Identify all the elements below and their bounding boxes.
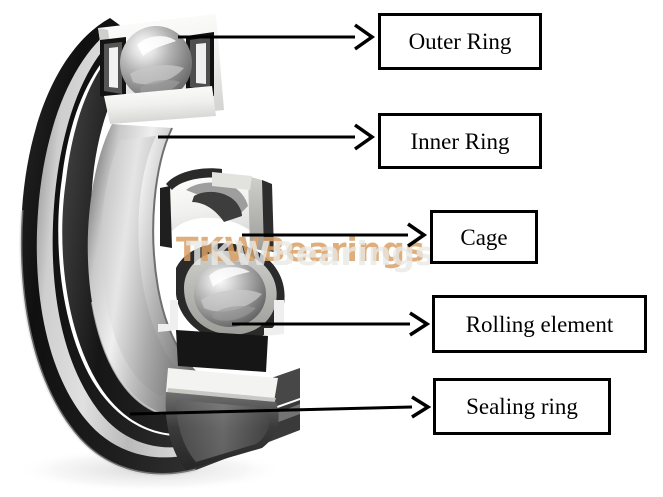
outer-ring-inner-face — [62, 34, 300, 435]
callout-label-outer-ring: Outer Ring — [408, 29, 512, 54]
callout-label-cage: Cage — [460, 224, 508, 250]
ball-top-lower-sheen — [140, 80, 180, 96]
outer-ring-cut-top-edge — [196, 43, 206, 84]
callout-label-inner-ring: Inner Ring — [410, 128, 510, 154]
inner-ring-cut-lower — [158, 300, 178, 332]
cage-pocket-rim-dark — [166, 168, 222, 190]
callout-label-rolling-element: Rolling element — [465, 311, 614, 337]
callout-label-sealing-ring: Sealing ring — [466, 394, 578, 419]
cut-dark-mid-lower — [176, 330, 268, 372]
cage-cut-face-left — [160, 186, 172, 248]
cage-pocket-inner-shadow — [186, 182, 248, 214]
inner-ring-cut-top-edge — [109, 47, 118, 88]
front-rim-chrome — [19, 209, 197, 476]
callout-outer-ring[interactable]: Outer Ring — [378, 13, 542, 70]
callout-rolling-element[interactable]: Rolling element — [432, 295, 647, 353]
ball-lower-specular — [209, 267, 250, 287]
cage-ring-upper-lip — [104, 86, 216, 124]
inner-ring-bore-highlight — [101, 136, 196, 396]
cage-bar-right-dark — [262, 180, 274, 252]
outer-ring-cut-lower — [264, 300, 284, 336]
callout-inner-ring[interactable]: Inner Ring — [378, 113, 542, 169]
callout-cage[interactable]: Cage — [430, 210, 538, 264]
sealing-ring-body-hl — [176, 400, 270, 462]
callout-sealing-ring[interactable]: Sealing ring — [433, 378, 611, 435]
cage-pocket-opening — [192, 191, 242, 222]
cage-bridge-top — [212, 172, 252, 190]
ball-lower-sheen — [212, 306, 256, 321]
ball-top-specular — [137, 36, 176, 56]
ball-top-reflection — [130, 65, 184, 85]
ball-lower-reflection — [201, 289, 262, 312]
